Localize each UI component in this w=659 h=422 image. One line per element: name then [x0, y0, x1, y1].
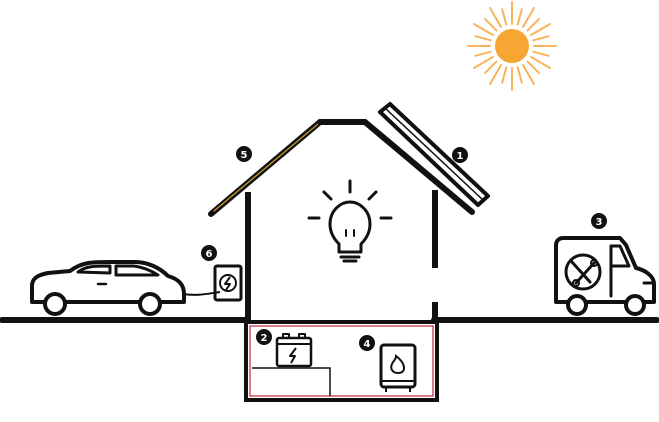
sun-ray [489, 6, 502, 28]
flame-icon [390, 354, 406, 375]
sun-ray [501, 66, 508, 84]
sun-icon [467, 1, 557, 91]
svg-text:1: 1 [457, 151, 464, 162]
svg-text:6: 6 [206, 249, 213, 260]
sun-ray [472, 56, 494, 69]
basement [244, 320, 439, 402]
svg-text:5: 5 [241, 150, 248, 161]
service-van-icon [554, 236, 656, 316]
badge-water-heater: 4 [359, 335, 375, 351]
sun-ray [474, 35, 492, 42]
sun-ray [522, 64, 535, 86]
electric-car-icon [30, 260, 186, 316]
sun-ray [484, 60, 498, 74]
badge-service-van: 3 [591, 213, 607, 229]
sun-ray [484, 18, 498, 32]
sun-ray [501, 8, 508, 26]
badge-roof: 5 [236, 146, 252, 162]
sun-ray [532, 50, 550, 57]
light-bulb-icon [307, 179, 393, 263]
water-heater-icon [379, 343, 417, 392]
sun-ray [530, 56, 552, 69]
sun-ray [489, 64, 502, 86]
svg-text:3: 3 [596, 217, 603, 228]
badge-solar-panel: 1 [452, 147, 468, 163]
sun-ray [516, 66, 523, 84]
svg-text:2: 2 [261, 333, 268, 344]
house-icon [208, 119, 475, 322]
sun-ray [526, 60, 540, 74]
sun-ray [532, 35, 550, 42]
sun-ray [526, 18, 540, 32]
sun-ray [516, 8, 523, 26]
wrench-icon [564, 253, 602, 291]
roof [208, 119, 475, 217]
ev-charger-icon [213, 264, 243, 302]
badge-ev-charger: 6 [201, 245, 217, 261]
battery-icon [275, 333, 313, 368]
sun-ray [530, 23, 552, 36]
sun-ray [474, 50, 492, 57]
svg-text:4: 4 [364, 339, 371, 350]
sun-ray [472, 23, 494, 36]
charging-cable [181, 291, 221, 296]
badge-battery: 2 [256, 329, 272, 345]
solar-panel-icon [378, 102, 490, 207]
sun-ray [522, 6, 535, 28]
